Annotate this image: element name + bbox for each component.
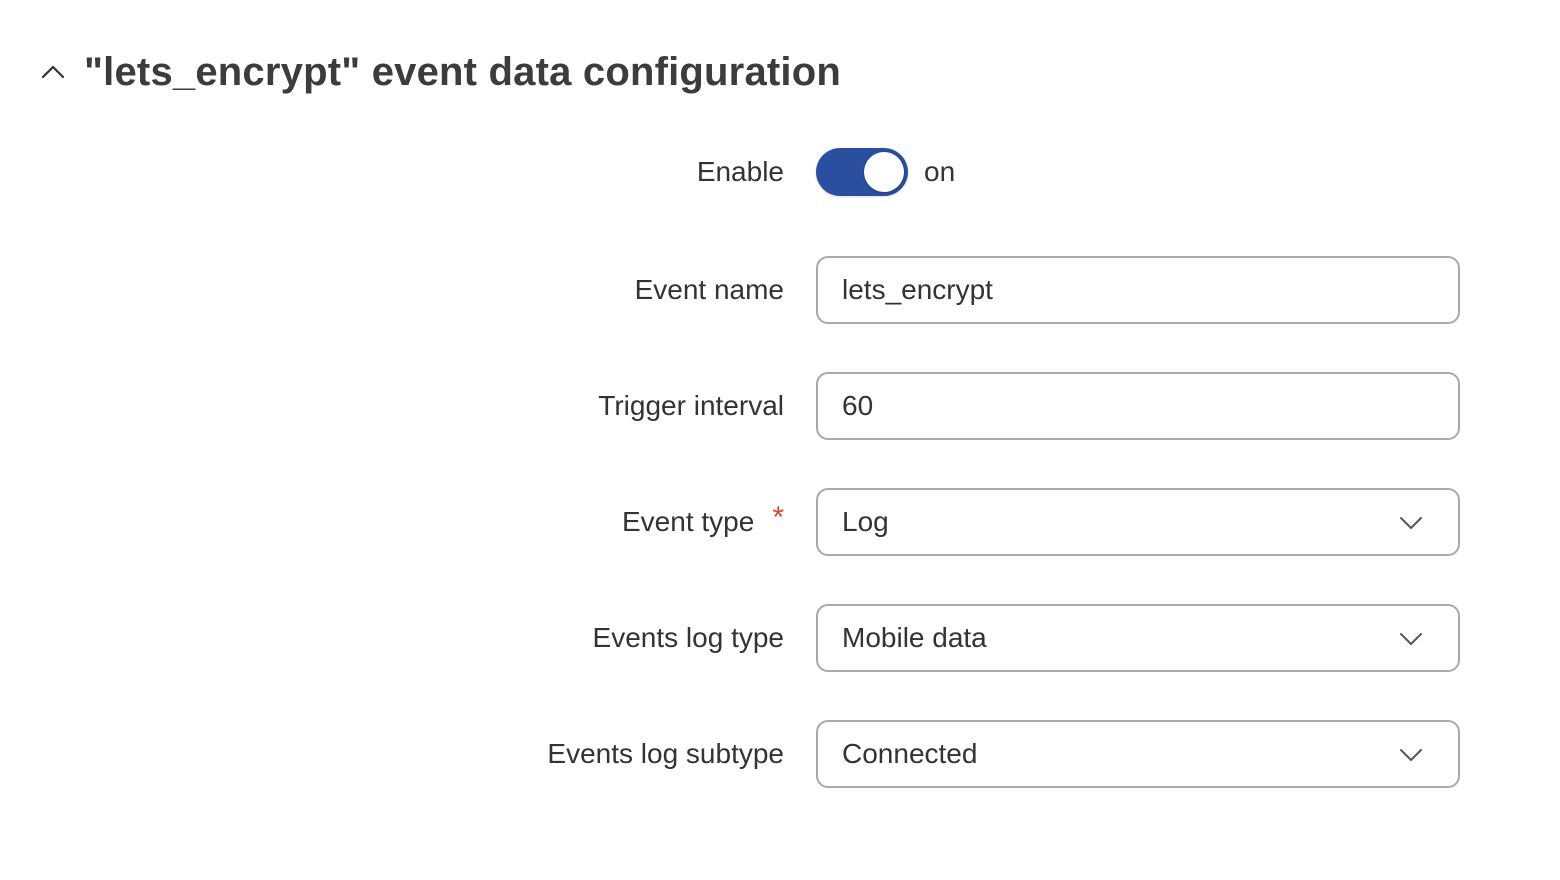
events-log-type-label-text: Events log type bbox=[592, 622, 784, 653]
events-log-subtype-select[interactable]: Connected bbox=[816, 720, 1460, 788]
enable-label-text: Enable bbox=[696, 156, 784, 187]
events-log-subtype-value: Connected bbox=[842, 738, 978, 769]
events-log-subtype-label: Events log subtype bbox=[547, 720, 784, 788]
event-name-row: Event name bbox=[0, 256, 1560, 324]
events-log-type-select[interactable]: Mobile data bbox=[816, 604, 1460, 672]
event-type-label-text: Event type bbox=[622, 506, 755, 537]
event-name-label-text: Event name bbox=[634, 274, 784, 305]
chevron-up-icon[interactable] bbox=[40, 59, 66, 85]
trigger-interval-field[interactable] bbox=[816, 372, 1460, 440]
chevron-down-icon[interactable] bbox=[1396, 507, 1426, 537]
events-log-type-value: Mobile data bbox=[842, 622, 987, 653]
events-log-subtype-row: Events log subtype Connected bbox=[0, 720, 1560, 788]
event-type-row: Event type * Log bbox=[0, 488, 1560, 556]
events-log-type-row: Events log type Mobile data bbox=[0, 604, 1560, 672]
toggle-knob bbox=[864, 152, 904, 192]
enable-toggle-wrap: on bbox=[816, 138, 955, 206]
enable-toggle[interactable] bbox=[816, 148, 908, 196]
event-name-input[interactable] bbox=[842, 274, 1422, 306]
enable-state-text: on bbox=[924, 156, 956, 187]
trigger-interval-row: Trigger interval bbox=[0, 372, 1560, 440]
event-type-select[interactable]: Log bbox=[816, 488, 1460, 556]
enable-label: Enable bbox=[697, 138, 784, 206]
chevron-down-icon[interactable] bbox=[1396, 739, 1426, 769]
required-star: * bbox=[772, 501, 784, 534]
trigger-interval-label: Trigger interval bbox=[598, 372, 784, 440]
trigger-interval-input[interactable] bbox=[842, 390, 1422, 422]
section-header[interactable]: "lets_encrypt" event data configuration bbox=[40, 44, 841, 100]
event-name-field[interactable] bbox=[816, 256, 1460, 324]
trigger-interval-label-text: Trigger interval bbox=[598, 390, 784, 421]
section-title: "lets_encrypt" event data configuration bbox=[84, 49, 841, 94]
events-log-subtype-label-text: Events log subtype bbox=[547, 738, 784, 769]
chevron-down-icon[interactable] bbox=[1396, 623, 1426, 653]
event-name-label: Event name bbox=[635, 256, 784, 324]
event-type-value: Log bbox=[842, 506, 889, 537]
enable-row: Enable on bbox=[0, 138, 1560, 206]
events-log-type-label: Events log type bbox=[593, 604, 784, 672]
event-type-label: Event type * bbox=[622, 488, 784, 556]
